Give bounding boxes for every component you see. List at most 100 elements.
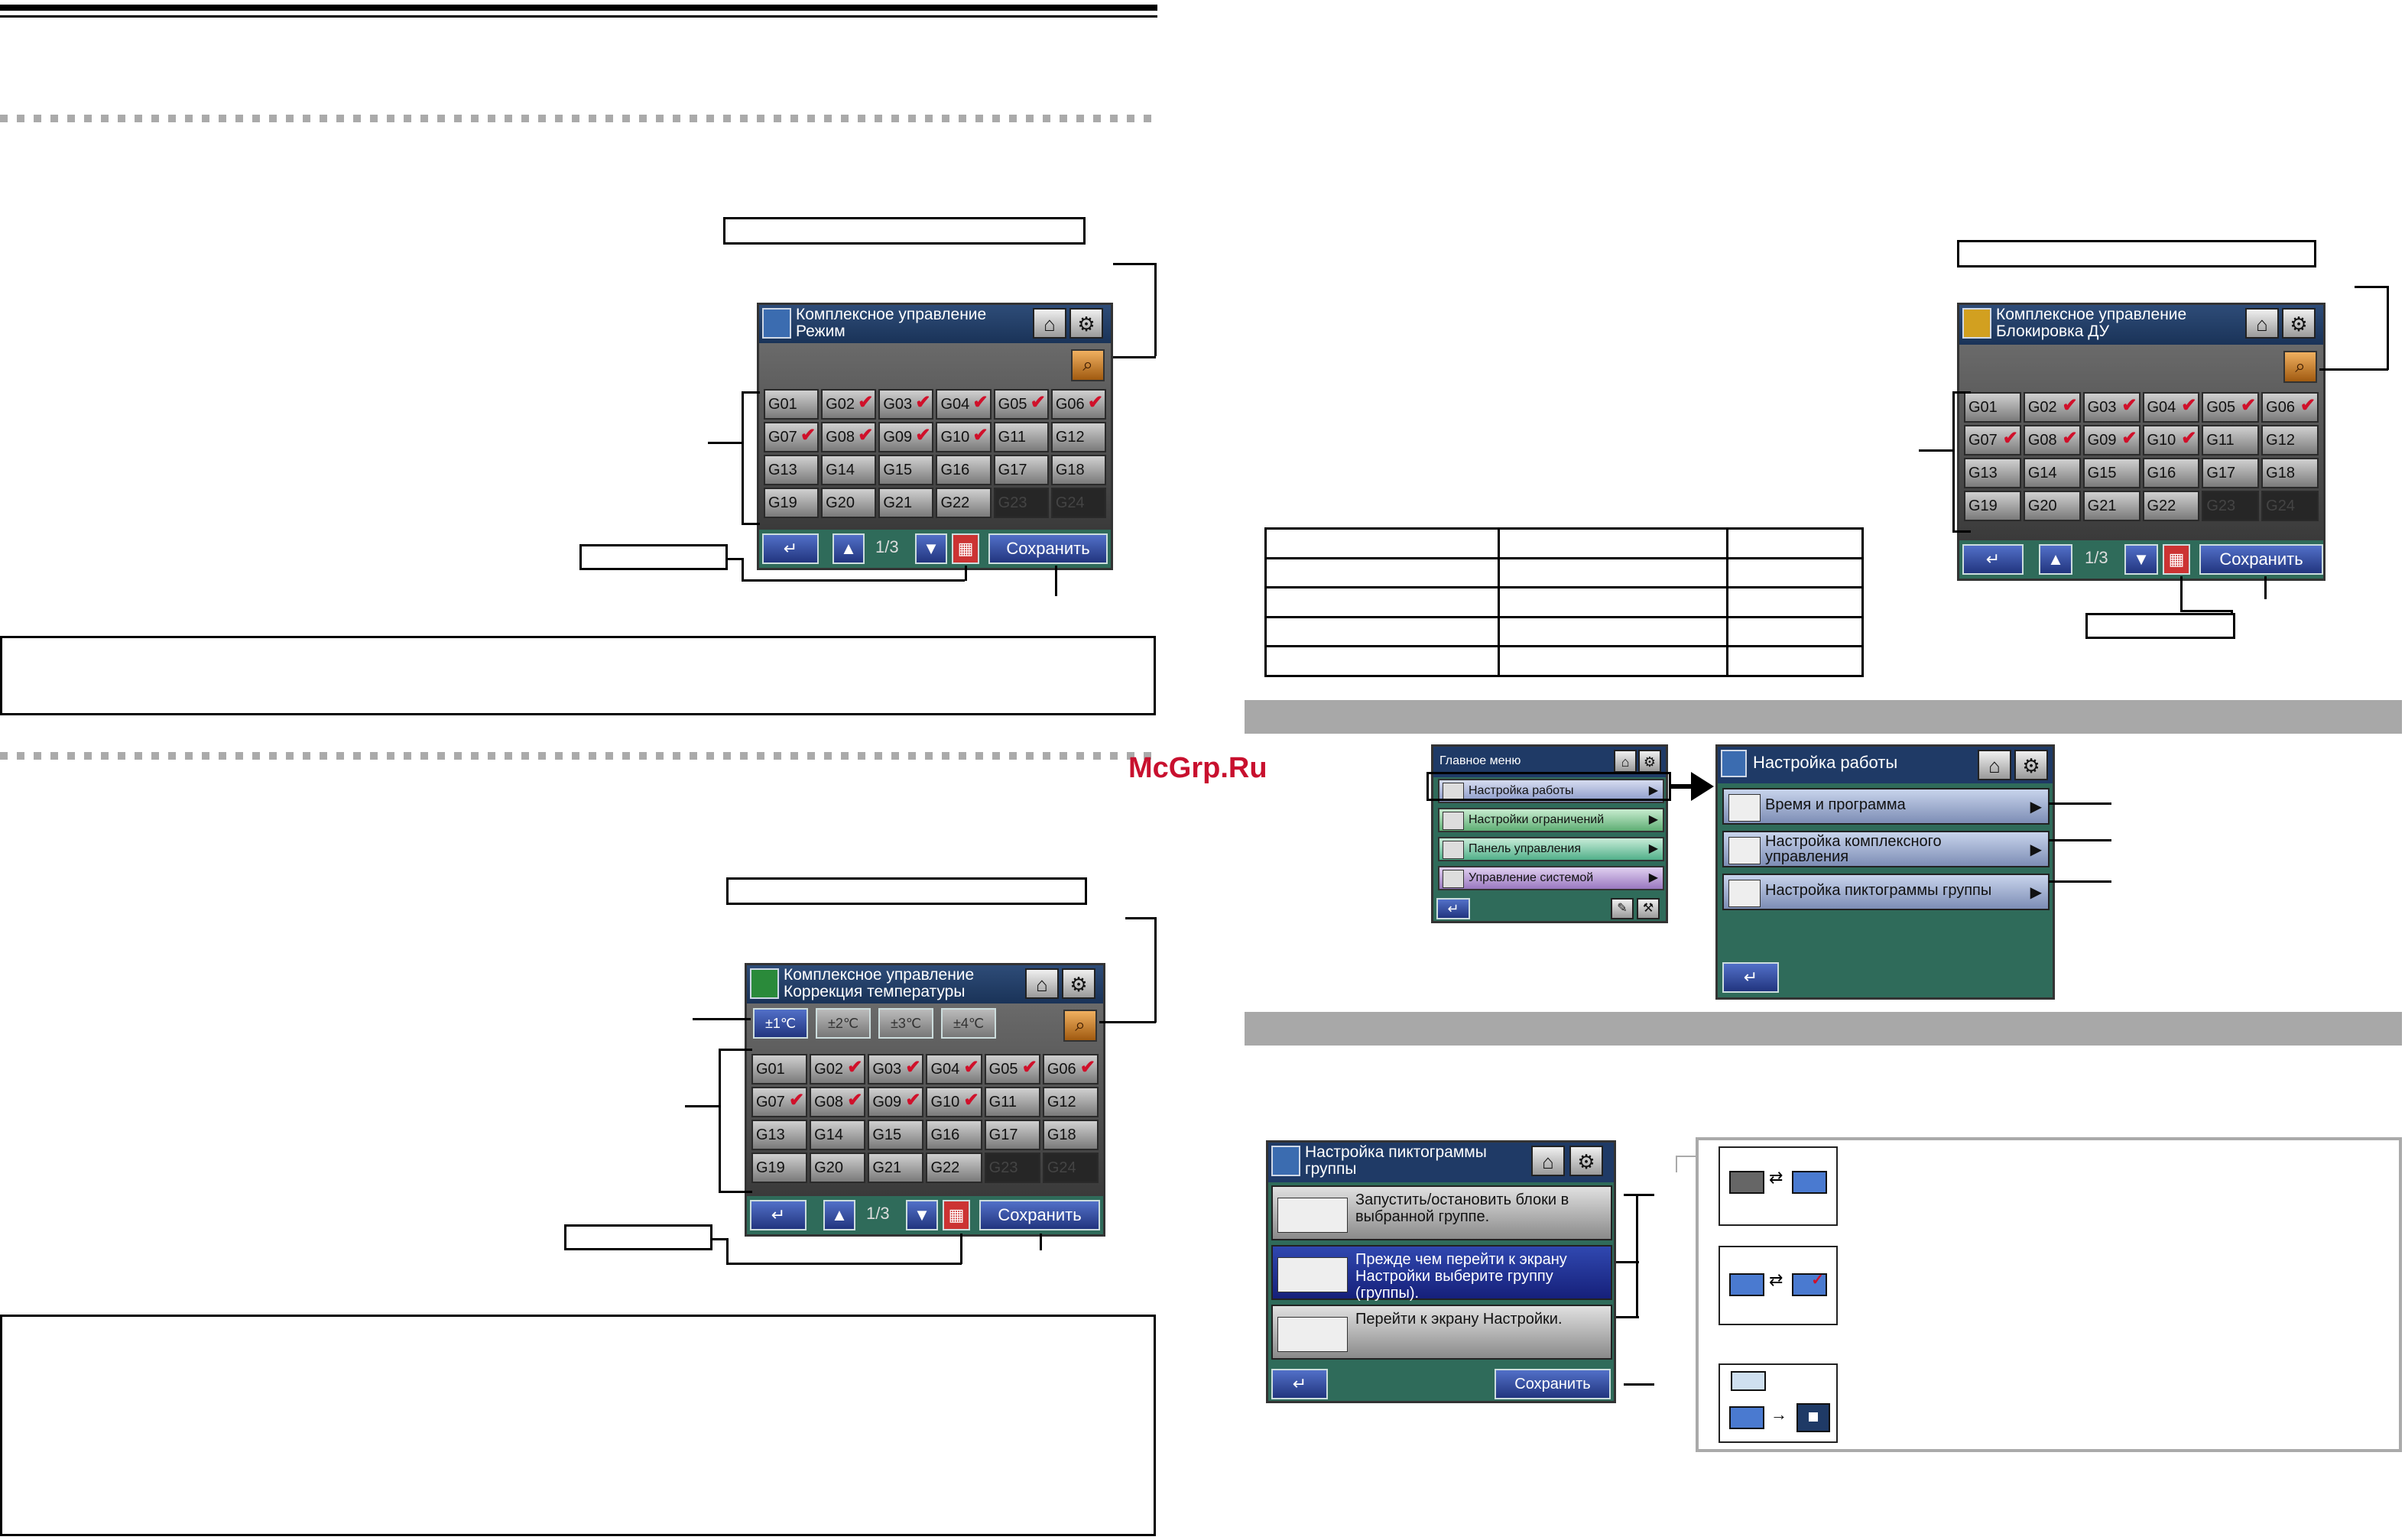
save-button[interactable]: Сохранить <box>979 1200 1100 1230</box>
pen-icon[interactable]: ✎ <box>1611 898 1634 919</box>
back-button[interactable]: ↵ <box>1436 898 1470 919</box>
home-icon[interactable]: ⌂ <box>1531 1146 1565 1176</box>
page-down-button[interactable]: ▼ <box>906 1200 938 1230</box>
group-cell[interactable]: G22 <box>936 488 992 518</box>
group-cell[interactable]: G17 <box>993 455 1049 485</box>
group-cell[interactable]: G23 <box>993 488 1049 518</box>
group-cell[interactable]: G24 <box>1042 1153 1099 1183</box>
settings-gear-icon[interactable]: ⚙ <box>1062 968 1095 999</box>
group-cell[interactable]: G10✔ <box>926 1087 982 1117</box>
back-button[interactable]: ↵ <box>750 1200 807 1230</box>
group-cell[interactable]: G23 <box>984 1153 1040 1183</box>
settings-menu-item[interactable]: Время и программа▶ <box>1722 788 2050 825</box>
magnifier-icon[interactable]: ⌕ <box>1071 349 1105 381</box>
group-cell[interactable]: G13 <box>764 455 820 485</box>
group-cell[interactable]: G16 <box>936 455 992 485</box>
group-cell[interactable]: G05✔ <box>984 1054 1040 1084</box>
settings-menu-item[interactable]: Настройка пиктограммы группы▶ <box>1722 874 2050 910</box>
group-cell[interactable]: G06✔ <box>2261 392 2319 423</box>
group-cell[interactable]: G19 <box>764 488 820 518</box>
settings-gear-icon[interactable]: ⚙ <box>2282 308 2316 339</box>
group-cell[interactable]: G17 <box>984 1120 1040 1150</box>
group-cell[interactable]: G01 <box>1964 392 2021 423</box>
group-cell[interactable]: G02✔ <box>821 389 877 420</box>
group-cell[interactable]: G20 <box>810 1153 866 1183</box>
settings-gear-icon[interactable]: ⚙ <box>1569 1146 1603 1176</box>
settings-gear-icon[interactable]: ⚙ <box>2014 750 2048 780</box>
group-cell[interactable]: G18 <box>1050 455 1106 485</box>
group-cell[interactable]: G21 <box>2082 491 2140 521</box>
group-cell[interactable]: G24 <box>1050 488 1106 518</box>
group-cell[interactable]: G20 <box>2023 491 2081 521</box>
group-cell[interactable]: G03✔ <box>2082 392 2140 423</box>
group-cell[interactable]: G01 <box>751 1054 808 1084</box>
back-button[interactable]: ↵ <box>1722 962 1779 993</box>
group-cell[interactable]: G11 <box>984 1087 1040 1117</box>
group-cell[interactable]: G11 <box>2202 425 2260 456</box>
group-cell[interactable]: G08✔ <box>810 1087 866 1117</box>
select-all-icon[interactable]: ▦ <box>943 1200 970 1230</box>
temp-step-button[interactable]: ±2℃ <box>816 1008 871 1039</box>
group-cell[interactable]: G11 <box>993 422 1049 452</box>
group-cell[interactable]: G12 <box>1042 1087 1099 1117</box>
group-cell[interactable]: G02✔ <box>810 1054 866 1084</box>
group-cell[interactable]: G05✔ <box>2202 392 2260 423</box>
home-icon[interactable]: ⌂ <box>1978 750 2011 780</box>
group-cell[interactable]: G12 <box>2261 425 2319 456</box>
back-button[interactable]: ↵ <box>1962 544 2024 575</box>
group-cell[interactable]: G18 <box>1042 1120 1099 1150</box>
select-all-icon[interactable]: ▦ <box>952 533 979 564</box>
group-cell[interactable]: G03✔ <box>868 1054 924 1084</box>
group-cell[interactable]: G15 <box>2082 458 2140 488</box>
group-cell[interactable]: G05✔ <box>993 389 1049 420</box>
page-up-button[interactable]: ▲ <box>2039 544 2072 575</box>
save-button[interactable]: Сохранить <box>988 533 1108 564</box>
magnifier-icon[interactable]: ⌕ <box>2283 351 2317 383</box>
group-cell[interactable]: G09✔ <box>2082 425 2140 456</box>
group-cell[interactable]: G01 <box>764 389 820 420</box>
group-cell[interactable]: G09✔ <box>868 1087 924 1117</box>
group-cell[interactable]: G13 <box>1964 458 2021 488</box>
magnifier-icon[interactable]: ⌕ <box>1063 1010 1097 1042</box>
page-up-button[interactable]: ▲ <box>823 1200 855 1230</box>
main-menu-item[interactable]: Панель управления▶ <box>1438 837 1664 861</box>
group-cell[interactable]: G06✔ <box>1050 389 1106 420</box>
home-icon[interactable]: ⌂ <box>1033 308 1066 339</box>
temp-step-button[interactable]: ±1℃ <box>753 1008 808 1039</box>
group-cell[interactable]: G21 <box>878 488 934 518</box>
group-cell[interactable]: G04✔ <box>926 1054 982 1084</box>
group-cell[interactable]: G07✔ <box>764 422 820 452</box>
save-button[interactable]: Сохранить <box>1495 1369 1611 1399</box>
group-cell[interactable]: G18 <box>2261 458 2319 488</box>
group-cell[interactable]: G15 <box>878 455 934 485</box>
group-cell[interactable]: G14 <box>2023 458 2081 488</box>
group-cell[interactable]: G17 <box>2202 458 2260 488</box>
group-cell[interactable]: G14 <box>810 1120 866 1150</box>
group-cell[interactable]: G08✔ <box>821 422 877 452</box>
group-cell[interactable]: G04✔ <box>936 389 992 420</box>
group-cell[interactable]: G02✔ <box>2023 392 2081 423</box>
group-cell[interactable]: G08✔ <box>2023 425 2081 456</box>
group-cell[interactable]: G15 <box>868 1120 924 1150</box>
group-cell[interactable]: G24 <box>2261 491 2319 521</box>
group-cell[interactable]: G19 <box>751 1153 808 1183</box>
settings-gear-icon[interactable]: ⚙ <box>1638 750 1661 773</box>
home-icon[interactable]: ⌂ <box>1614 750 1637 773</box>
group-cell[interactable]: G16 <box>2142 458 2200 488</box>
group-cell[interactable]: G23 <box>2202 491 2260 521</box>
icon-mode-item[interactable]: Прежде чем перейти к экрану Настройки вы… <box>1271 1245 1612 1302</box>
group-cell[interactable]: G16 <box>926 1120 982 1150</box>
settings-menu-item[interactable]: Настройка комплексного управления▶ <box>1722 831 2050 867</box>
temp-step-button[interactable]: ±3℃ <box>878 1008 933 1039</box>
back-button[interactable]: ↵ <box>1271 1369 1328 1399</box>
group-cell[interactable]: G22 <box>2142 491 2200 521</box>
group-cell[interactable]: G19 <box>1964 491 2021 521</box>
group-cell[interactable]: G12 <box>1050 422 1106 452</box>
home-icon[interactable]: ⌂ <box>1025 968 1059 999</box>
group-cell[interactable]: G07✔ <box>1964 425 2021 456</box>
back-button[interactable]: ↵ <box>762 533 819 564</box>
page-down-button[interactable]: ▼ <box>2124 544 2158 575</box>
wrench-icon[interactable]: ⚒ <box>1637 898 1660 919</box>
group-cell[interactable]: G06✔ <box>1042 1054 1099 1084</box>
select-all-icon[interactable]: ▦ <box>2163 544 2190 575</box>
